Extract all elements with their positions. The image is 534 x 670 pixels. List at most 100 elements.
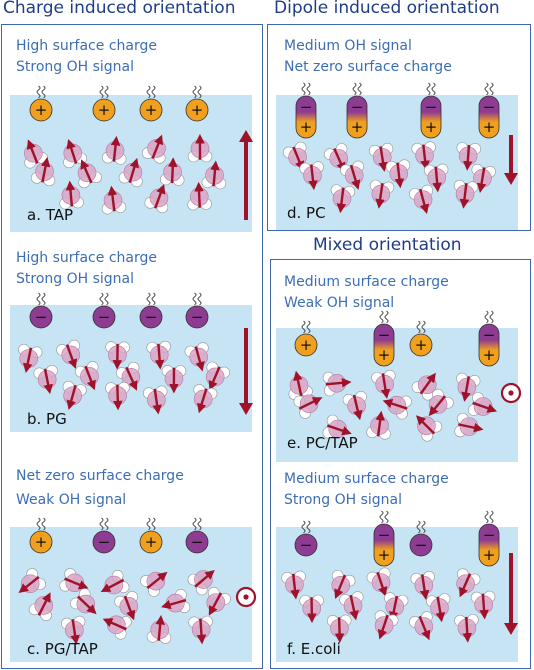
lipid-tail-icon (306, 82, 311, 96)
water-molecule-icon (410, 570, 435, 600)
water-molecule-icon (374, 610, 399, 640)
water-molecule-icon (62, 380, 87, 411)
minus-sign-icon: − (35, 308, 48, 326)
plus-sign-icon: + (425, 118, 438, 136)
panel-d-caption-2: Net zero surface charge (284, 59, 452, 75)
lipid-tail-icon (151, 85, 156, 99)
water-molecule-icon (56, 339, 81, 369)
water-molecule-icon (159, 157, 185, 186)
dipole-arrow-icon (336, 187, 347, 214)
minus-sign-icon: − (351, 98, 364, 116)
dipole-arrow-icon (420, 144, 430, 171)
dipole-arrow-icon (376, 571, 388, 597)
lipid-tail-icon (357, 82, 362, 96)
water-molecule-icon (59, 180, 84, 210)
water-molecule-icon (144, 183, 169, 214)
out-of-plane-dot-icon (243, 594, 249, 600)
water-molecule-icon (118, 157, 143, 188)
water-molecule-icon (140, 571, 168, 597)
zwitterion-headgroup-icon (346, 95, 368, 139)
panel-f-drawing: −−+−−+ (276, 510, 518, 662)
water-molecule-icon (184, 342, 209, 372)
lipid-tail-icon (41, 292, 46, 306)
zwitterion-headgroup-icon (373, 323, 395, 367)
cation-headgroup-icon (139, 98, 163, 122)
panel-c-drawing: +−+− (10, 517, 257, 662)
dipole-arrow-icon (380, 373, 391, 399)
plus-sign-icon: + (378, 546, 391, 564)
plus-sign-icon: + (191, 101, 204, 119)
lipid-tail-icon (104, 517, 109, 531)
minus-sign-icon: − (415, 536, 428, 554)
plus-sign-icon: + (483, 546, 496, 564)
dipole-arrow-icon (37, 592, 51, 616)
lipid-tail-icon (431, 82, 436, 96)
water-molecule-icon (366, 567, 391, 597)
lipid-tail-icon (306, 520, 311, 534)
anion-headgroup-icon (185, 530, 209, 554)
plus-sign-icon: + (483, 118, 496, 136)
lipid-tail-icon (484, 310, 489, 324)
dipole-arrow-icon (194, 346, 205, 372)
dipole-arrow-icon (26, 139, 39, 164)
zwitterion-headgroup-icon (373, 523, 395, 567)
right-mid-heading: Mixed orientation (313, 235, 462, 255)
water-molecule-icon (382, 395, 412, 420)
lipid-tail-icon (104, 85, 109, 99)
dipole-arrow-icon (196, 618, 207, 645)
plus-sign-icon: + (98, 101, 111, 119)
water-molecule-icon (102, 615, 132, 640)
dipole-arrow-icon (419, 372, 436, 395)
dipole-arrow-icon (349, 594, 359, 621)
dipole-arrow-icon (375, 182, 385, 209)
water-molecule-icon (33, 364, 58, 395)
water-molecule-icon (467, 392, 498, 416)
anion-headgroup-icon (29, 305, 53, 329)
lipid-tail-icon (99, 292, 104, 306)
lipid-tail-icon (41, 85, 46, 99)
panel-d-caption-1: Medium OH signal (284, 38, 412, 54)
water-molecule-icon (411, 372, 437, 401)
water-molecule-icon (161, 589, 191, 614)
dipole-arrow-icon (210, 160, 220, 187)
lipid-tail-icon (146, 517, 151, 531)
dipole-arrow-icon (349, 164, 361, 190)
dipole-arrow-icon (128, 157, 140, 184)
water-molecule-icon (288, 370, 313, 400)
water-molecule-icon (342, 391, 367, 421)
dipole-arrow-icon (102, 618, 127, 631)
lipid-tail-icon (416, 320, 421, 334)
plus-sign-icon: + (145, 101, 158, 119)
dipole-arrow-icon (107, 185, 118, 212)
panel-e-drawing: +−++−+ (276, 310, 522, 462)
water-molecule-icon (322, 414, 352, 439)
dipole-arrow-icon (113, 384, 123, 411)
water-molecule-icon (322, 371, 352, 397)
dipole-arrow-icon (168, 157, 178, 184)
water-molecule-icon (61, 615, 86, 645)
dipole-arrow-icon (194, 569, 215, 588)
plus-sign-icon: + (35, 101, 48, 119)
cation-headgroup-icon (185, 98, 209, 122)
minus-sign-icon: − (378, 326, 391, 344)
dipole-arrow-icon (84, 365, 96, 391)
right-bottom-frame (270, 259, 531, 669)
lipid-tail-icon (197, 517, 202, 531)
dipole-arrow-icon (154, 343, 165, 370)
left-heading: Charge induced orientation (3, 0, 236, 18)
dipole-arrow-icon (146, 571, 168, 589)
panel-b-caption-2: Strong OH signal (16, 271, 135, 287)
minus-sign-icon: − (145, 308, 158, 326)
minus-sign-icon: − (378, 526, 391, 544)
cation-headgroup-icon (29, 530, 53, 554)
dipole-arrow-icon (66, 384, 77, 411)
zwitterion-headgroup-icon (420, 95, 442, 139)
water-molecule-icon (100, 569, 130, 595)
water-molecule-icon (369, 179, 395, 209)
panel-a-caption-1: High surface charge (16, 38, 157, 54)
zwitterion-headgroup-icon (478, 95, 500, 139)
water-molecule-icon (326, 614, 352, 644)
water-molecule-icon (299, 161, 324, 191)
anion-headgroup-icon (185, 305, 209, 329)
dipole-arrow-icon (65, 180, 76, 207)
